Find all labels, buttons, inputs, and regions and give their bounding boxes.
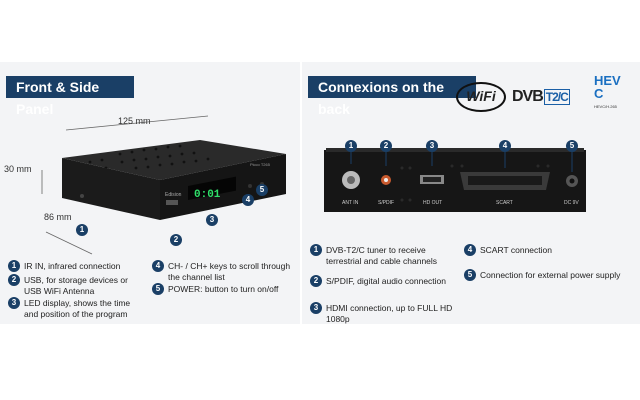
callout-2: 2 [170,234,182,246]
port-label-hd-out: HD OUT [423,200,442,206]
front-device-illustration: 0:01 Edision Picco T265 [41,115,286,255]
legend-text-3: LED display, shows the time and position… [24,298,131,319]
back-legend-number-1: 1 [310,244,322,256]
legend-text-5: POWER: button to turn on/off [168,284,279,294]
width-dimension: 125 mm [118,116,151,126]
back-panel-title: Connexions on the back [308,76,476,117]
back-legend-number-2: 2 [310,275,322,287]
callout-5: 5 [256,184,268,196]
front-side-panel: Front & Side Panel 0:01 Edision Picco T2… [0,62,300,324]
port-label-scart: SCART [496,200,513,206]
led-display [188,176,236,200]
wifi-logo: WiFi [456,82,506,112]
ch-buttons [248,184,252,188]
led-display-readout: 0:01 [194,189,221,201]
port-label-ant-in: ANT IN [342,200,359,206]
device-back-top [326,148,584,152]
port-label-dc: DC 9V [564,200,579,206]
device-side-face [62,158,160,220]
depth-dimension-line [45,231,93,255]
back-legend-text-4: SCART connection [480,245,552,255]
back-callout-4: 4 [499,140,511,152]
hevc-logo: HEVC [594,73,621,101]
back-callout-1: 1 [345,140,357,152]
back-legend-number-4: 4 [464,244,476,256]
ir-window [80,194,84,198]
back-callout-2: 2 [380,140,392,152]
vent-holes [88,144,210,172]
legend-number-5: 5 [152,283,164,295]
back-legend-text-2: S/PDIF, digital audio connection [326,276,447,286]
back-callout-3: 3 [426,140,438,152]
dvb-logo-sub: T2/C [543,89,570,105]
back-device-illustration: ANT IN S/PDIF HD OUT SCART DC 9V [324,148,586,212]
callout-1: 1 [76,224,88,236]
front-side-panel-title: Front & Side Panel [6,76,134,117]
back-legend-text-1: DVB-T2/C tuner to receive terrestrial an… [326,245,438,266]
back-legend-text-3: HDMI connection, up to FULL HD 1080p [326,303,453,324]
device-model: Picco T265 [250,162,271,167]
dvb-logo-text: DVB [512,88,544,105]
legend-text-1: IR IN, infrared connection [24,261,121,271]
legend-number-2: 2 [8,274,20,286]
legend-text-2: USB, for storage devices or USB WiFi Ant… [24,275,128,296]
device-top-face [62,140,286,180]
legend-number-3: 3 [8,297,20,309]
depth-dimension: 86 mm [44,212,72,222]
device-brand: Edision [165,192,182,198]
callout-3: 3 [206,214,218,226]
legend-number-4: 4 [152,260,164,272]
port-label-spdif: S/PDIF [378,200,394,206]
back-legend-number-3: 3 [310,302,322,314]
hevc-logo-caption: HEVC/H.265 [594,104,617,109]
legend-number-1: 1 [8,260,20,272]
legend-text-4: CH- / CH+ keys to scroll through the cha… [168,261,291,282]
height-dimension: 30 mm [4,164,32,174]
width-dimension-line [65,115,209,131]
back-legend-text-5: Connection for external power supply [480,270,621,280]
back-callout-5: 5 [566,140,578,152]
callout-4: 4 [242,194,254,206]
back-legend-number-5: 5 [464,269,476,281]
usb-port [166,200,178,205]
